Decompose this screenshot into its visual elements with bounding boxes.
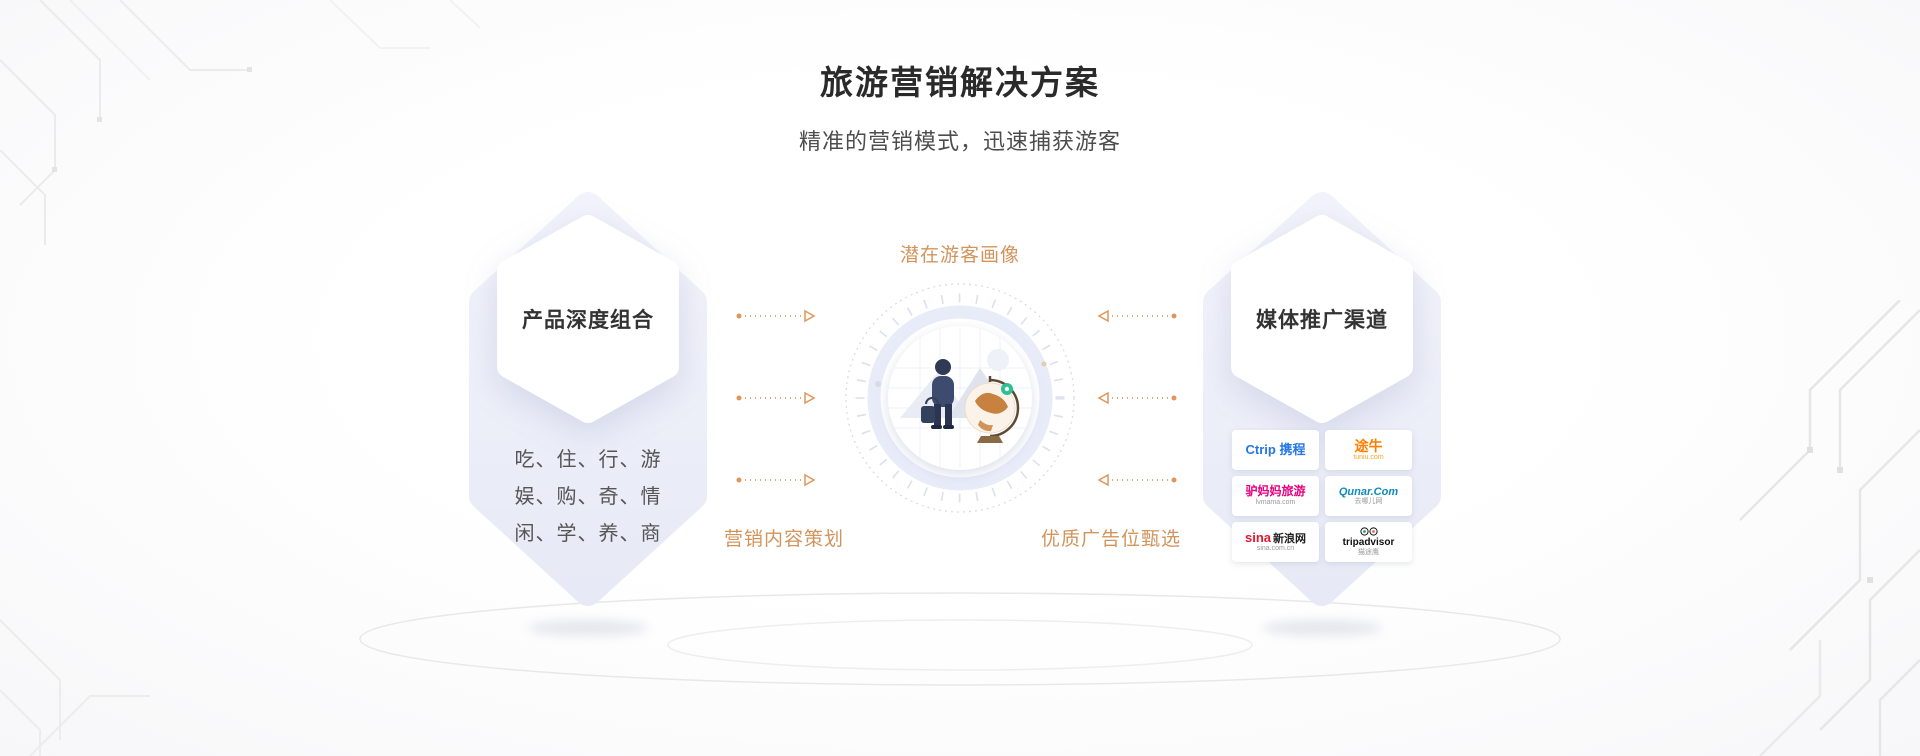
tripadvisor-logo-card: tripadvisor 猫途鹰 — [1325, 522, 1412, 562]
page-subtitle: 精准的营销模式，迅速捕获游客 — [798, 129, 1121, 154]
arrow-left-icon — [1097, 309, 1177, 323]
media-channels-panel: 媒体推广渠道 Ctrip 携程 途牛 tuniu.com 驴妈妈旅游 lvmam… — [1203, 192, 1441, 606]
traveler-globe-illustration — [845, 283, 1075, 513]
list-line: 吃、住、行、游 — [514, 449, 662, 471]
arrow-right-icon — [736, 309, 816, 323]
sina-logo-cn-text: 新浪网 — [1273, 532, 1306, 545]
arrow-right-icon — [736, 391, 816, 405]
label-marketing-content-planning: 营销内容策划 — [723, 529, 845, 550]
sina-logo-card: sina 新浪网 sina.com.cn — [1232, 522, 1319, 562]
qunar-logo-card: Qunar.Com 去哪儿网 — [1325, 476, 1412, 516]
tripadvisor-logo-subtext: 猫途鹰 — [1358, 548, 1379, 556]
section-header: 旅游营销解决方案 精准的营销模式，迅速捕获游客 — [0, 56, 1920, 156]
qunar-logo-text: Qunar.Com — [1338, 485, 1399, 498]
tripadvisor-logo-text: tripadvisor — [1342, 537, 1395, 549]
qunar-logo-subtext: 去哪儿网 — [1354, 498, 1383, 506]
tuniu-logo-subtext: tuniu.com — [1353, 454, 1384, 462]
ctrip-logo-card: Ctrip 携程 — [1232, 430, 1319, 470]
tuniu-logo-text: 途牛 — [1354, 437, 1383, 454]
right-panel-shadow — [1262, 620, 1382, 636]
arrow-left-icon — [1097, 391, 1177, 405]
label-potential-tourist-profile: 潜在游客画像 — [899, 245, 1021, 266]
left-panel-title: 产品深度组合 — [522, 309, 654, 332]
list-line: 娱、购、奇、情 — [514, 486, 662, 508]
product-categories-list: 吃、住、行、游 娱、购、奇、情 闲、学、养、商 — [469, 442, 707, 553]
tuniu-logo-card: 途牛 tuniu.com — [1325, 430, 1412, 470]
inner-hexagon: 产品深度组合 — [496, 214, 680, 424]
lvmama-logo-subtext: lvmama.com — [1255, 498, 1296, 506]
label-premium-ad-selection: 优质广告位甄选 — [1040, 529, 1182, 550]
arrow-right-icon — [736, 473, 816, 487]
media-logo-grid: Ctrip 携程 途牛 tuniu.com 驴妈妈旅游 lvmama.com Q… — [1232, 430, 1412, 562]
left-panel-shadow — [528, 620, 648, 636]
ctrip-logo-text: Ctrip 携程 — [1245, 441, 1306, 457]
sina-logo-row: sina 新浪网 — [1244, 529, 1306, 546]
sina-logo-subtext: sina.com.cn — [1256, 545, 1295, 553]
list-line: 闲、学、养、商 — [514, 523, 662, 545]
right-panel-title: 媒体推广渠道 — [1256, 309, 1388, 332]
lvmama-logo-text: 驴妈妈旅游 — [1245, 484, 1306, 499]
product-combination-panel: 产品深度组合 吃、住、行、游 娱、购、奇、情 闲、学、养、商 — [469, 192, 707, 606]
inner-hexagon-shape — [497, 215, 679, 423]
inner-hexagon-shape — [1231, 215, 1413, 423]
inner-hexagon: 媒体推广渠道 — [1230, 214, 1414, 424]
lvmama-logo-card: 驴妈妈旅游 lvmama.com — [1232, 476, 1319, 516]
arrow-left-icon — [1097, 473, 1177, 487]
sina-logo-text: sina — [1244, 529, 1271, 545]
ground-ellipses — [359, 592, 1561, 686]
tripadvisor-owl-icon — [1359, 527, 1378, 536]
page-title: 旅游营销解决方案 — [820, 64, 1100, 101]
